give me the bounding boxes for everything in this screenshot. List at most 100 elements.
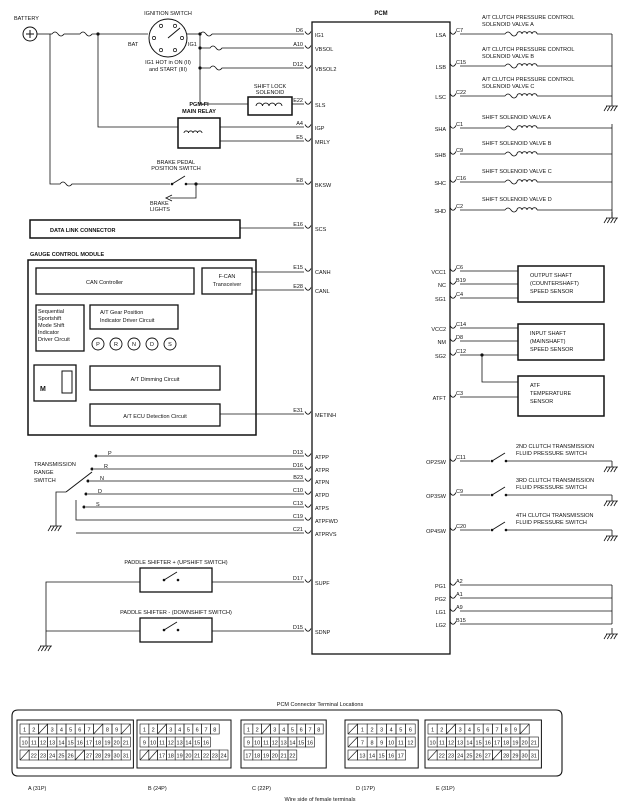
wire [460,270,518,299]
terminal-number: 21 [194,754,200,760]
empty-cavity [19,749,30,761]
terminal-number: 13 [49,741,55,747]
arrow-icon [164,194,173,202]
ignition-contact [152,36,156,40]
wire [504,63,518,69]
solenoid-ground [613,105,618,112]
pcm-pin-number: C10 [293,488,303,494]
pcm-pin-connector [304,517,312,521]
pcm-pin-number: A4 [296,121,303,127]
terminal-number: 5 [69,728,72,734]
pcm-pin-name: PG1 [435,584,446,590]
solenoid-label: A/T CLUTCH PRESSURE CONTROL [482,15,575,21]
shift-lock-label: SHIFT LOCK [254,84,287,90]
pcm-pin-name: IG1 [315,33,324,39]
terminal-number: 22 [289,754,295,760]
pcm-pin-number: C9 [456,489,463,495]
segment-display-icon [61,370,73,394]
terminal-number: 14 [185,741,191,747]
pcm-pin-name: LSA [436,33,447,39]
pcm-pin-name: LG2 [436,623,446,629]
terminal-number: 17 [86,741,92,747]
connector-label: E (31P) [436,786,455,792]
pcm-pin-name: SG2 [435,354,446,360]
ignition-contact [159,23,163,28]
pressure-switch-label: 3RD CLUTCH TRANSMISSION [516,478,594,484]
terminal-number: 25 [58,754,64,760]
pcm-pin-number: C20 [456,524,466,530]
gcm-title: GAUGE CONTROL MODULE [30,252,104,258]
terminal-number: 11 [159,741,165,747]
pressure-switch-label: FLUID PRESSURE SWITCH [516,520,587,526]
wire [504,31,518,37]
pcm-pin-number: D16 [293,463,303,469]
pcm-pin-name: BKSW [315,183,332,189]
pcm-pin-number: E15 [293,265,303,271]
terminal-cell [305,736,315,748]
shift-lock-solenoid [247,96,293,116]
empty-cavity [38,723,48,735]
pressure-switch-symbol [491,452,506,462]
pcm-pin-number: B19 [456,278,466,284]
pcm-pin-number: E5 [296,135,303,141]
sensor-box [517,265,605,303]
terminal-number: 13 [281,741,287,747]
terminal-number: 7 [308,728,311,734]
pcm-pin-number: A2 [456,579,463,585]
terminal-number: 9 [380,741,383,747]
terminal-number: 21 [123,741,129,747]
empty-cavity [492,749,502,761]
seq-indicator-label: Driver Circuit [38,337,70,343]
terminal-number: 6 [486,728,489,734]
wire [504,125,518,131]
pressure-switch-label: FLUID PRESSURE SWITCH [516,485,587,491]
pcm-pin-name: OP2SW [426,460,447,466]
f-can-transceiver-box [201,267,253,295]
empty-cavity [74,749,85,761]
paddle-ground [44,645,48,652]
pcm-pin-connector [304,478,312,482]
terminal-number: 18 [503,741,509,747]
wire [504,207,518,213]
terminal-number: 4 [60,728,63,734]
solenoid-ground [603,217,608,224]
pcm-pin-number: C19 [293,514,303,520]
pressure-switch-symbol [491,521,506,531]
terminal-number: 8 [213,728,216,734]
trs-contact [90,467,94,471]
terminal-number: 11 [263,741,269,747]
pressure-switch-symbol [491,486,506,496]
paddle-downshift-switch [162,628,166,632]
trs-wiper [65,471,93,493]
pcm-pin-connector [304,45,312,49]
connector-housing [240,719,327,769]
junction-dot [194,182,198,186]
pcm-pin-connector [304,138,312,142]
terminal-number: 16 [388,754,394,760]
solenoid-coil-icon [516,31,538,35]
terminal-number: 20 [185,754,191,760]
pcm-pin-name: OP4SW [426,529,447,535]
trs-contact [86,479,90,483]
terminal-number: 3 [169,728,172,734]
pcm-pin-number: C21 [293,527,303,533]
paddle-upshift-switch [162,578,166,582]
junction-dot [480,353,484,357]
wire [45,581,304,640]
sensor-label: SENSOR [530,399,553,405]
terminal-number: 7 [495,728,498,734]
can-controller-box [35,267,195,295]
terminal-number: 12 [448,741,454,747]
pcm-pin-name: ATPN [315,480,329,486]
paddle-ground [37,645,42,652]
paddle-ground [40,645,45,652]
pressure-switch-symbol [490,493,494,497]
pressure-switch-ground [610,466,614,473]
terminal-number: 20 [272,754,278,760]
terminal-number: 5 [187,728,190,734]
terminal-number: 24 [457,754,463,760]
paddle-up-label: PADDLE SHIFTER + (UPSHIFT SWITCH) [124,560,227,566]
pressure-switch-ground [610,500,614,507]
terminal-number: 12 [40,741,46,747]
